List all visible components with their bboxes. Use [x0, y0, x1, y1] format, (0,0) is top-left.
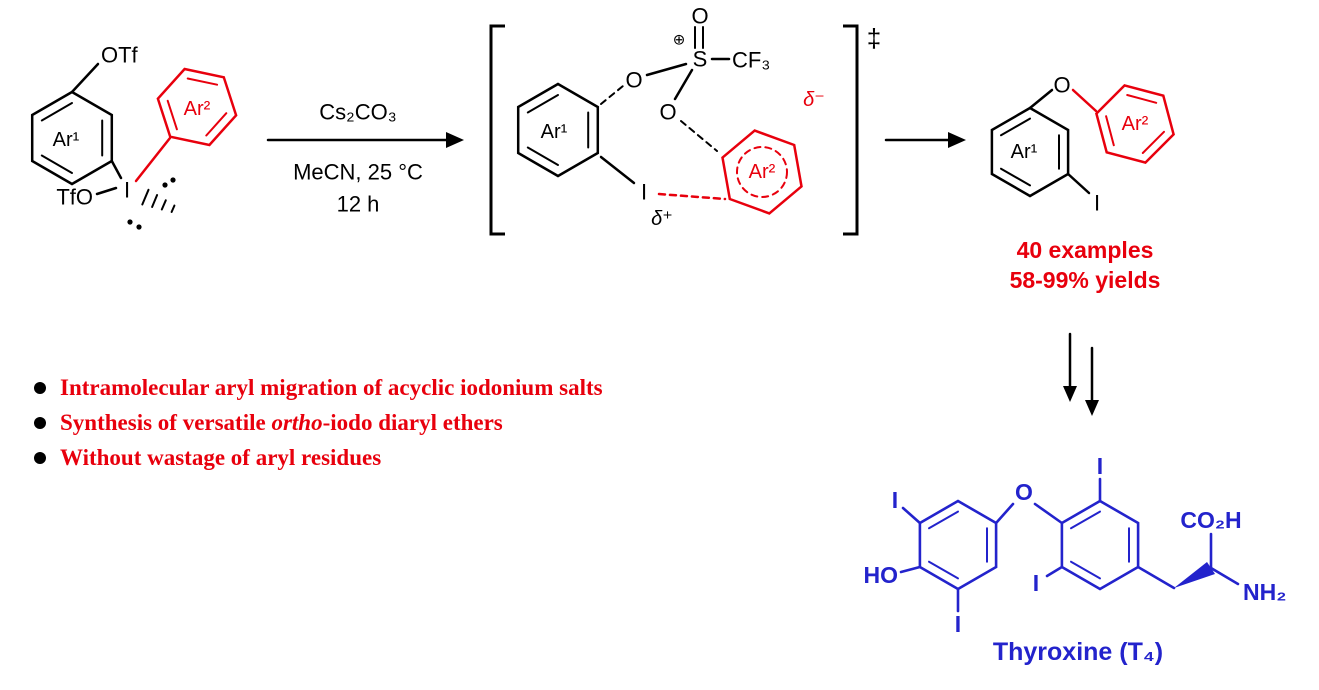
- ring-iodo-bond: [1066, 172, 1091, 195]
- thyroxine-caption: Thyroxine (T₄): [993, 638, 1163, 666]
- ring-o-bond: [1028, 88, 1054, 110]
- bullet-text-2: Synthesis of versatile ortho-iodo diaryl…: [60, 410, 503, 435]
- product-ar2-label: Ar²: [1122, 113, 1149, 135]
- double-dagger: ‡: [867, 23, 881, 53]
- ts-ar1-label: Ar¹: [541, 121, 568, 143]
- delta-minus: δ⁻: [803, 89, 825, 111]
- bullet-text-3: Without wastage of aryl residues: [60, 445, 382, 470]
- conditions-solvent-temp: MeCN, 25 °C: [293, 160, 423, 185]
- right-bracket: [843, 24, 859, 236]
- delta-plus: δ⁺: [651, 208, 673, 230]
- product-ar1-label: Ar¹: [1011, 141, 1038, 163]
- iodine-ar2-bond: [134, 136, 172, 183]
- carboxyl-label: CO₂H: [1180, 507, 1241, 533]
- bullet-text-1: Intramolecular aryl migration of acyclic…: [60, 375, 603, 400]
- ts-sulfur: S: [693, 47, 708, 72]
- ts-iodine-label: I: [641, 180, 647, 205]
- iodine-bottom: I: [955, 611, 961, 637]
- reactant-structure: Ar¹ OTf I TfO Ar²: [30, 43, 238, 230]
- stereo-wedge-bond: [1174, 562, 1215, 588]
- thyroxine-structure: I HO I O I I CO₂H NH₂ Thyroxine (T₄): [864, 453, 1287, 666]
- bullet-point-1: Intramolecular aryl migration of acyclic…: [34, 374, 603, 401]
- ts-ring-iodine-bond: [599, 155, 636, 185]
- thyroxine-right-ring: [1060, 499, 1140, 591]
- tfo-label: TfO: [56, 185, 93, 210]
- bullet-dot: [34, 452, 46, 464]
- iodine-ar2-partial-bond: [657, 192, 727, 201]
- iodine-topleft: I: [892, 487, 898, 513]
- arrowhead: [948, 132, 966, 148]
- down-arrowhead: [1085, 400, 1099, 416]
- highlight-bullets: Intramolecular aryl migration of acyclic…: [34, 374, 603, 471]
- thyroxine-left-ring: [918, 499, 998, 591]
- ring-o-partial-bond: [600, 85, 624, 105]
- bullet-point-2: Synthesis of versatile ortho-iodo diaryl…: [34, 409, 603, 436]
- otf-bond: [70, 62, 100, 94]
- product-ar1-ring: [990, 106, 1070, 198]
- transition-state: ‡ Ar¹ O ⊕ S CF₃ O O I δ⁺ Ar² δ⁻: [489, 4, 881, 236]
- bullet-point-3: Without wastage of aryl residues: [34, 444, 603, 471]
- ar1-ring: [30, 90, 114, 186]
- iodine-topright: I: [1097, 453, 1103, 479]
- ts-oxygen-mid: O: [659, 100, 676, 125]
- plus-circle-icon: ⊕: [673, 32, 686, 49]
- bullet-dot: [34, 417, 46, 429]
- amine-label: NH₂: [1243, 579, 1286, 605]
- ts-oxygen-top: O: [691, 4, 708, 29]
- s-o2-bond: [673, 68, 694, 101]
- ar2-label: Ar²: [184, 98, 211, 120]
- application-arrows: [1063, 332, 1099, 416]
- o-ar2-bond: [1071, 88, 1098, 113]
- hash-wedge: [141, 188, 176, 213]
- o-s-bond: [645, 62, 688, 77]
- product-iodine-label: I: [1094, 191, 1100, 216]
- thyroxine-ether-oxygen: O: [1015, 479, 1033, 505]
- product-ar2-ring: [1095, 84, 1175, 164]
- iodine-midleft: I: [1033, 570, 1039, 596]
- cf3-label: CF₃: [732, 48, 770, 73]
- left-bracket: [489, 24, 505, 236]
- product-structure: Ar¹ O Ar² I 40 examples 58-99% yields: [990, 73, 1175, 293]
- ar2-ring: [156, 67, 238, 147]
- ring-iodine-bond: [110, 159, 123, 180]
- yield-range: 58-99% yields: [1010, 267, 1161, 293]
- lone-pair-dots: [127, 177, 176, 230]
- bullet-dot: [34, 382, 46, 394]
- ts-oxygen-left: O: [625, 68, 642, 93]
- reaction-arrow-1: Cs₂CO₃ MeCN, 25 °C 12 h: [266, 100, 464, 217]
- partial-aromatic-circle: [736, 146, 788, 198]
- tfo-bond: [95, 186, 118, 196]
- ar1-label: Ar¹: [53, 129, 80, 151]
- ts-ar2-ring: [721, 129, 803, 215]
- arrowhead: [446, 132, 464, 148]
- otf-label: OTf: [101, 43, 139, 68]
- ether-oxygen: O: [1053, 73, 1070, 98]
- ts-ar1-ring: [516, 82, 600, 178]
- reaction-arrow-2: [884, 132, 966, 148]
- down-arrowhead: [1063, 386, 1077, 402]
- iodine-label: I: [124, 178, 130, 203]
- conditions-reagent: Cs₂CO₃: [319, 100, 396, 125]
- ts-ar2-label: Ar²: [749, 161, 776, 183]
- o-ar2-partial-bond: [680, 120, 718, 152]
- examples-count: 40 examples: [1017, 237, 1154, 263]
- conditions-time: 12 h: [337, 192, 380, 217]
- hydroxyl-label: HO: [864, 562, 899, 588]
